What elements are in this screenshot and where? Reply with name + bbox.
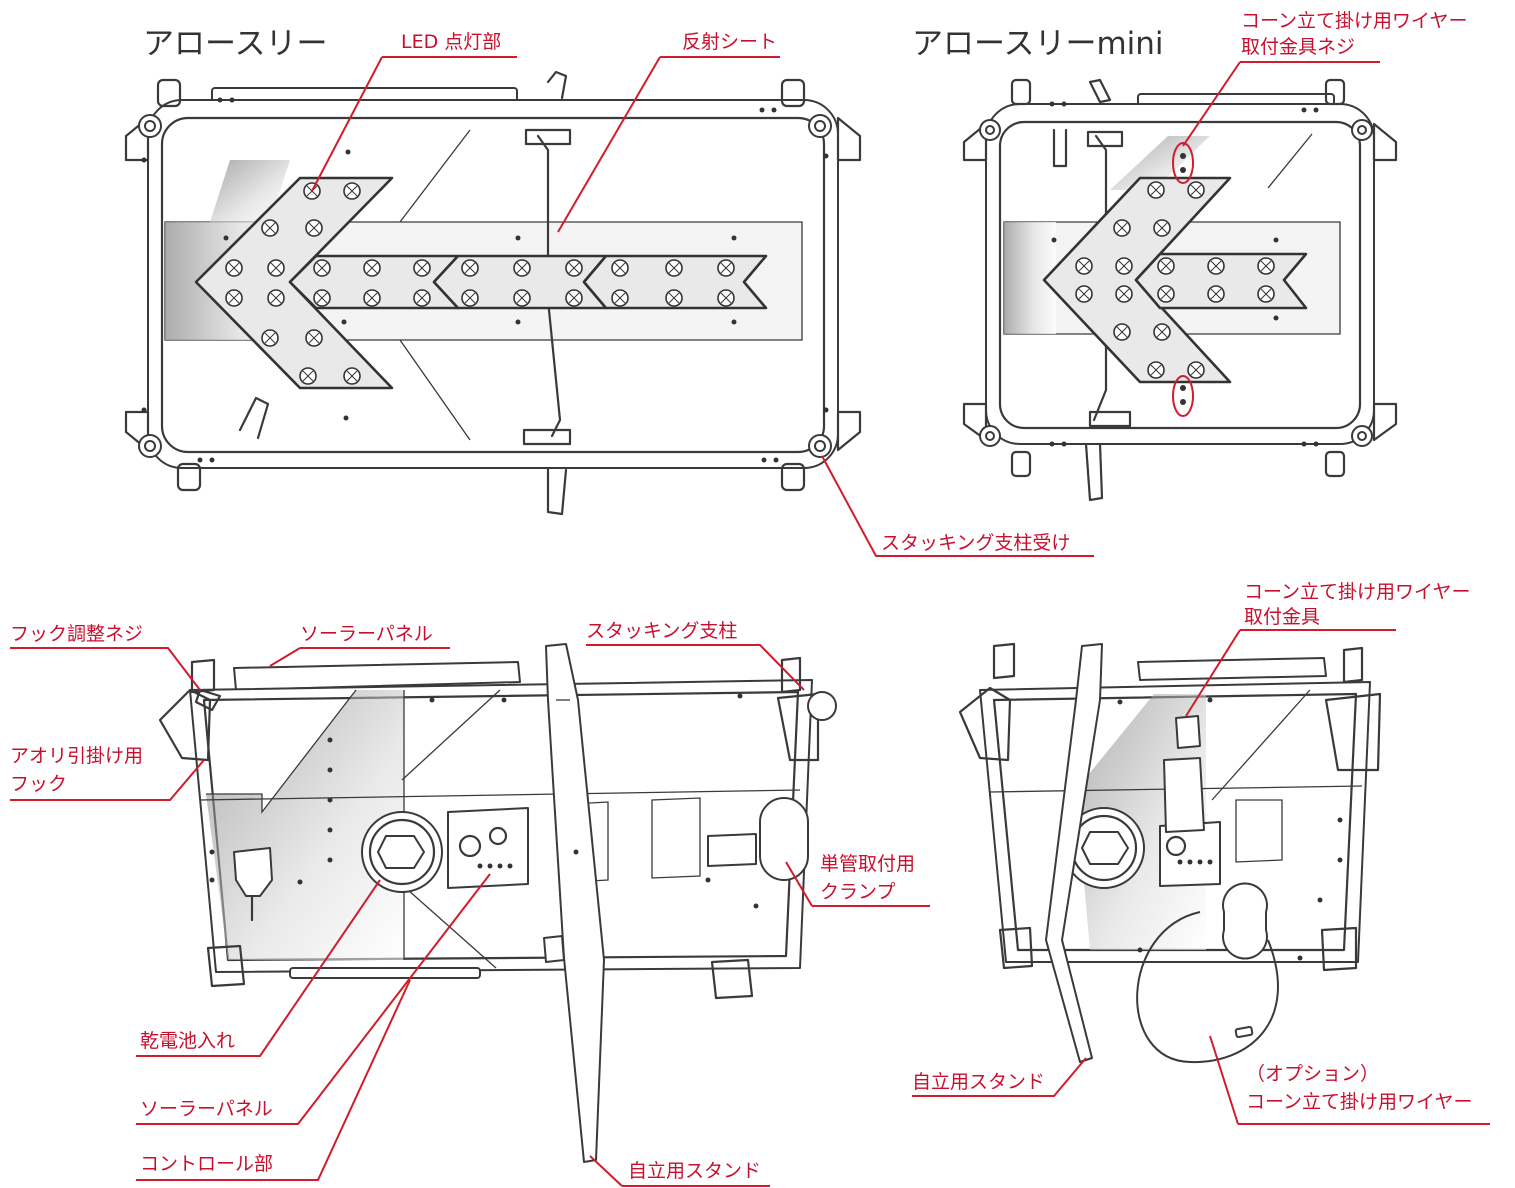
led-lens	[614, 292, 626, 304]
label-cone-wire-screw-line2: 取付金具ネジ	[1241, 36, 1355, 58]
led-lens	[1078, 288, 1090, 300]
led-lens	[264, 332, 276, 344]
led-lens	[316, 292, 328, 304]
label-cone-wire-screw-line1: コーン立て掛け用ワイヤー	[1241, 10, 1467, 32]
label-control-unit: コントロール部	[140, 1153, 273, 1175]
label-option-wire-line1: （オプション）	[1246, 1063, 1379, 1085]
led-lens	[1190, 184, 1202, 196]
led-lens	[568, 292, 580, 304]
label-cone-wire-bracket-line1: コーン立て掛け用ワイヤー	[1244, 581, 1470, 603]
led-lens	[1160, 260, 1172, 272]
label-stacking-post-receiver: スタッキング支柱受け	[881, 532, 1070, 554]
led-lens	[668, 262, 680, 274]
led-lens	[366, 292, 378, 304]
label-solar-panel-top: ソーラーパネル	[300, 623, 433, 645]
label-option-wire-line2: コーン立て掛け用ワイヤー	[1246, 1091, 1472, 1113]
led-lens	[516, 292, 528, 304]
arrowthree-mini-rear-view	[958, 642, 1382, 1064]
label-cone-wire-bracket-line2: 取付金具	[1244, 606, 1320, 628]
led-lens	[464, 292, 476, 304]
label-battery-box: 乾電池入れ	[140, 1030, 235, 1052]
label-clamp-line1: 単管取付用	[820, 853, 915, 875]
led-lens	[270, 292, 282, 304]
led-lens	[1156, 222, 1168, 234]
led-lens	[1160, 288, 1172, 300]
led-lens	[1078, 260, 1090, 272]
led-lens	[568, 262, 580, 274]
led-lens	[308, 332, 320, 344]
led-lens	[1118, 288, 1130, 300]
led-lens	[720, 292, 732, 304]
led-lens	[614, 262, 626, 274]
arrowthree-rear-view	[158, 643, 837, 1163]
leader-lines	[10, 56, 1490, 1187]
led-lens	[1260, 288, 1272, 300]
led-lens	[720, 262, 732, 274]
label-stand-left: 自立用スタンド	[628, 1160, 761, 1182]
led-lens	[366, 262, 378, 274]
cone-wire-screw-highlight-bottom	[1172, 375, 1194, 417]
led-lens	[1116, 222, 1128, 234]
cone-wire-screw-highlight-top	[1172, 142, 1194, 184]
led-lens	[228, 262, 240, 274]
led-lens	[464, 262, 476, 274]
title-arrowthree-mini: アロースリーmini	[912, 26, 1164, 62]
led-lens	[668, 292, 680, 304]
label-reflective-sheet: 反射シート	[682, 31, 777, 53]
arrowthree-led-array	[225, 182, 735, 385]
led-lens	[264, 222, 276, 234]
led-lens	[308, 222, 320, 234]
led-lens	[1190, 364, 1202, 376]
led-lens	[316, 262, 328, 274]
led-lens	[346, 370, 358, 382]
led-lens	[1150, 364, 1162, 376]
label-stacking-post: スタッキング支柱	[586, 620, 737, 642]
led-lens	[1118, 260, 1130, 272]
led-lens	[1116, 326, 1128, 338]
led-lens	[516, 262, 528, 274]
label-hook-adjust-screw: フック調整ネジ	[10, 623, 143, 645]
label-clamp-line2: クランプ	[820, 881, 895, 903]
led-lens	[416, 292, 428, 304]
label-aori-hook-line2: フック	[10, 773, 67, 795]
led-lens	[416, 262, 428, 274]
led-lens	[1260, 260, 1272, 272]
label-aori-hook-line1: アオリ引掛け用	[10, 745, 143, 767]
led-lens	[1150, 184, 1162, 196]
arrowthree-front-view	[124, 70, 862, 516]
led-lens	[1210, 260, 1222, 272]
led-lens	[302, 370, 314, 382]
led-lens	[1156, 326, 1168, 338]
led-lens	[1210, 288, 1222, 300]
label-led: LED 点灯部	[401, 31, 501, 53]
title-arrowthree: アロースリー	[143, 26, 327, 62]
led-lens	[228, 292, 240, 304]
label-stand-right: 自立用スタンド	[912, 1071, 1045, 1093]
label-solar-panel-bottom: ソーラーパネル	[140, 1098, 273, 1120]
arrowthree-mini-front-view	[962, 78, 1398, 502]
led-lens	[346, 185, 358, 197]
labels: LED 点灯部 反射シート コーン立て掛け用ワイヤー 取付金具ネジ スタッキング…	[10, 10, 1472, 1182]
led-lens	[270, 262, 282, 274]
